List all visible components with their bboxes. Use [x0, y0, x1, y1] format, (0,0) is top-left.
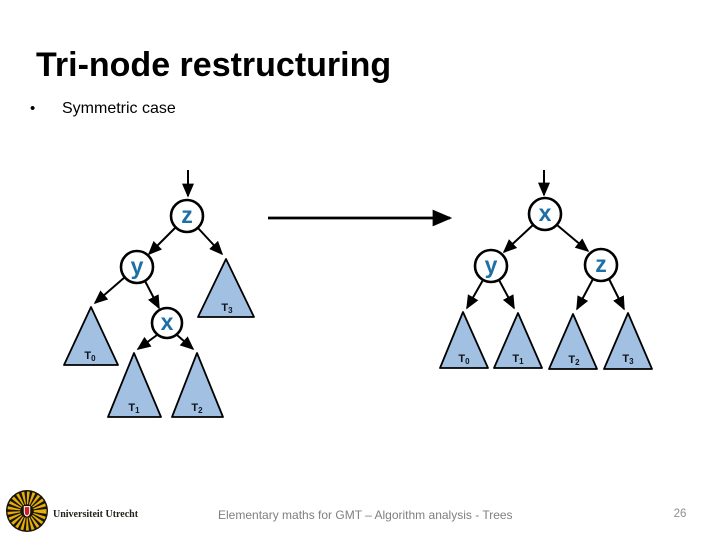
right-node-x: [527, 196, 563, 232]
page-number: 26: [673, 508, 687, 520]
right-node-z: [583, 247, 619, 283]
left-node-y-label: y: [131, 253, 144, 279]
right-subtree-t0-label: T0: [458, 353, 470, 366]
left-subtree-t1: [107, 352, 162, 418]
right-tree: x y z T0 T1 T2 T3: [439, 170, 653, 370]
right-edge-x-z: [556, 224, 590, 253]
left-edge-x-t1: [136, 334, 158, 350]
right-subtree-t1-label: T1: [512, 353, 524, 366]
left-edge-z-y: [147, 226, 177, 256]
right-edge-x-y: [502, 224, 534, 254]
left-edge-y-x: [144, 280, 160, 310]
footer-course-title: Elementary maths for GMT – Algorithm ana…: [218, 508, 513, 522]
right-edge-y-t0: [466, 279, 484, 310]
right-subtree-t2-label: T2: [568, 354, 580, 367]
left-node-z-label: z: [181, 202, 193, 228]
left-node-y: [119, 249, 155, 285]
shield-icon: [23, 506, 31, 517]
right-subtree-t3-label: T3: [622, 353, 634, 366]
right-node-y: [473, 248, 509, 284]
sunburst-seal-icon: [6, 490, 48, 532]
left-edge-y-t0: [93, 276, 126, 305]
slide-title: Tri-node restructuring: [36, 45, 392, 84]
left-node-x-label: x: [161, 309, 174, 335]
bullet-text: Symmetric case: [62, 100, 176, 117]
logo-wordmark: Universiteit Utrecht: [53, 509, 139, 520]
right-subtree-t0: [439, 311, 489, 369]
left-subtree-t3: [197, 258, 255, 318]
left-subtree-t3-label: T3: [221, 302, 233, 315]
right-node-z-label: z: [595, 251, 607, 277]
left-subtree-t0: [63, 306, 119, 366]
left-edge-z-t3: [197, 227, 224, 256]
bullet-item: • Symmetric case: [30, 100, 176, 118]
right-edge-z-t2: [576, 278, 594, 311]
right-subtree-t1: [493, 312, 543, 369]
right-subtree-t3: [603, 312, 653, 370]
right-edge-z-t3: [608, 278, 625, 311]
bullet-marker: •: [30, 100, 36, 117]
left-node-z: [169, 198, 205, 234]
left-node-x: [150, 306, 184, 340]
right-node-y-label: y: [485, 252, 498, 278]
utrecht-university-logo: [6, 490, 48, 532]
right-edge-y-t1: [498, 279, 515, 310]
left-subtree-t2-label: T2: [191, 402, 203, 415]
right-subtree-t2: [548, 313, 598, 370]
right-node-x-label: x: [539, 200, 552, 226]
left-edge-x-t2: [176, 334, 195, 351]
left-subtree-t0-label: T0: [84, 350, 96, 363]
left-subtree-t1-label: T1: [128, 402, 140, 415]
left-tree: z y x T0 T1 T2 T3: [63, 170, 255, 418]
left-subtree-t2: [171, 352, 224, 418]
